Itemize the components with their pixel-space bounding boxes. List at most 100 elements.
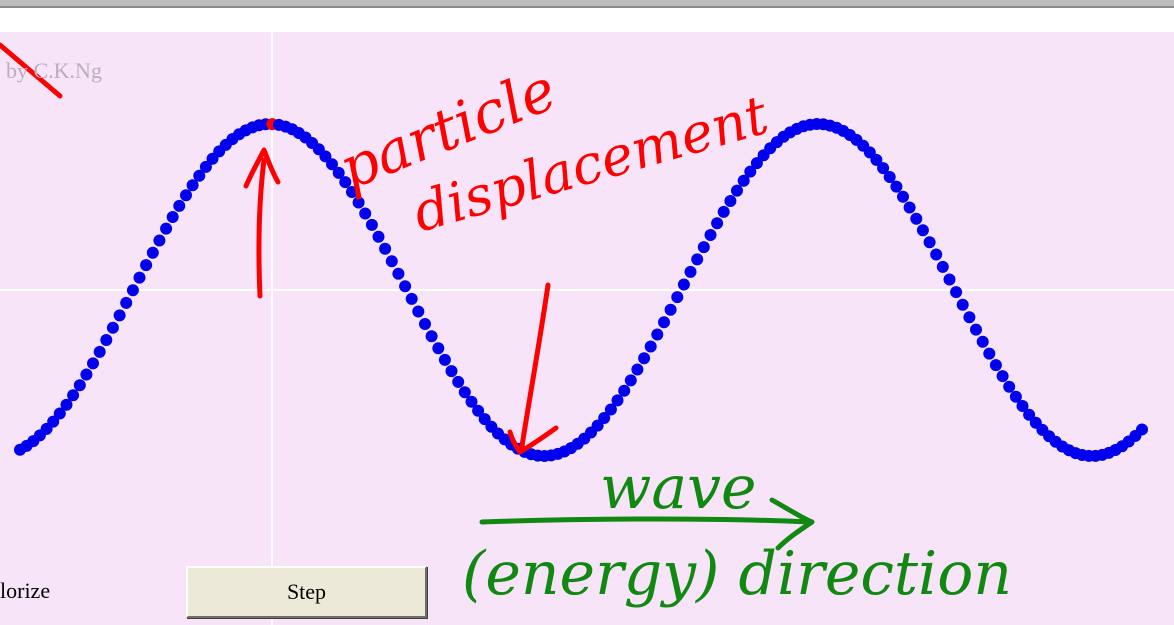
applet-top-strip	[0, 8, 1174, 32]
particle-dot	[936, 260, 949, 273]
particle-dot	[744, 165, 757, 178]
particle-dot	[916, 224, 929, 237]
particle-dot	[950, 286, 963, 299]
particle-dot	[365, 218, 378, 231]
particle-dot	[67, 389, 80, 402]
particle-dot	[930, 248, 943, 261]
wave-handwriting: wave	[600, 453, 757, 523]
energy-direction-handwriting: (energy) direction	[462, 539, 1012, 609]
particle-dot	[677, 278, 690, 291]
particle-dot	[445, 365, 458, 378]
particle-dot	[432, 342, 445, 355]
author-credit: by C.K.Ng	[6, 58, 102, 83]
particle-dot	[392, 267, 405, 280]
particle-dot	[750, 157, 763, 170]
particle-dot	[883, 171, 896, 183]
particle-dot	[903, 201, 916, 214]
particle-dot	[140, 259, 153, 272]
particle-dot	[319, 150, 332, 163]
wave-direction-arrow-head	[769, 497, 815, 551]
particle-dot	[332, 166, 345, 179]
particle-dot	[618, 384, 631, 397]
particle-dot	[199, 160, 212, 173]
particle-dot	[399, 280, 412, 293]
particle-dot	[412, 305, 425, 318]
particle-dot	[697, 241, 710, 254]
particle-dot	[173, 199, 186, 212]
particle-dot	[146, 246, 159, 259]
particle-dot	[1136, 423, 1148, 436]
particle-dot	[890, 180, 903, 193]
particle-dot	[60, 398, 73, 411]
particle-dot	[976, 335, 989, 348]
particle-dot	[704, 229, 717, 241]
particle-dot	[870, 153, 883, 166]
window-top-border-line	[0, 6, 1174, 8]
particle-dot	[153, 234, 166, 247]
wave-particles	[14, 118, 1148, 462]
particle-dot	[604, 403, 617, 416]
particle-dot	[717, 205, 730, 218]
particle-dot	[326, 158, 338, 171]
particle-dot	[897, 190, 909, 203]
particle-dot	[346, 186, 358, 198]
particle-dot	[425, 330, 438, 343]
particle-dot	[113, 309, 126, 322]
particle-dot	[100, 334, 113, 346]
particle-dot	[87, 357, 99, 370]
window-top-border	[0, 0, 1174, 6]
particle-dot	[598, 412, 611, 424]
particle-dot	[963, 311, 976, 324]
particle-dot	[638, 352, 651, 365]
particle-dot	[120, 296, 133, 309]
particle-dot	[452, 375, 465, 388]
particle-dot	[73, 379, 86, 392]
particle-dot	[405, 292, 418, 305]
particle-dot	[372, 230, 385, 243]
up-arrow-shaft	[256, 157, 267, 299]
wave-direction-arrow-line	[479, 516, 813, 525]
particle-dot	[53, 407, 66, 420]
strike-mark	[0, 42, 63, 99]
particle-dot	[419, 318, 431, 330]
particle-dot	[724, 195, 737, 207]
particle-dot	[877, 162, 890, 175]
particle-dot	[671, 291, 684, 304]
particle-dot	[472, 404, 485, 417]
particle-dot	[186, 179, 199, 192]
particle-dot	[379, 242, 392, 255]
particle-dot	[983, 347, 996, 360]
particle-dot	[644, 340, 657, 353]
particle-dot	[691, 253, 704, 266]
particle-dot	[923, 236, 936, 249]
up-arrow-head	[243, 147, 281, 189]
green-annotation: wave (energy) direction	[462, 453, 1012, 609]
particle-dot	[465, 395, 478, 408]
step-button[interactable]: Step	[186, 566, 427, 618]
particle-dot	[943, 273, 956, 286]
particle-dot	[193, 169, 206, 182]
particle-dot	[80, 368, 93, 381]
particle-dot	[611, 394, 624, 407]
particle-dot	[160, 222, 173, 235]
particle-dot	[1009, 390, 1022, 403]
particle-dot	[996, 370, 1009, 383]
particle-dot	[711, 217, 724, 230]
particle-dot	[359, 207, 372, 220]
particle-dot	[631, 363, 644, 376]
particle-dot	[133, 271, 146, 284]
particle-dot	[93, 345, 106, 358]
particle-dot	[684, 265, 697, 278]
particle-dot	[180, 189, 192, 202]
colorize-checkbox-label[interactable]: lorize	[0, 578, 51, 603]
particle-dot	[166, 211, 179, 223]
particle-dot	[664, 303, 677, 316]
particle-dot	[352, 196, 365, 209]
down-arrow-head	[507, 425, 559, 455]
particle-dot	[1016, 400, 1029, 412]
particle-dot	[1003, 380, 1016, 393]
particle-dot	[910, 212, 923, 225]
particle-dot	[339, 176, 352, 189]
